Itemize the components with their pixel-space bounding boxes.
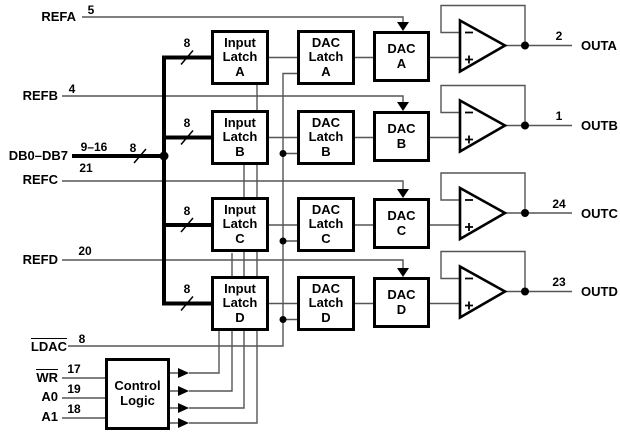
bus-width-marker-d: 8	[183, 282, 191, 296]
ldac-pin-number: 8	[78, 332, 86, 346]
outb-pin-number: 1	[555, 109, 563, 123]
input-latch-d: Input Latch D	[211, 276, 269, 331]
ref-wires	[62, 16, 404, 269]
outc-pin-number: 24	[552, 197, 566, 211]
input-latch-c: Input Latch C	[211, 197, 269, 252]
outd-label: OUTD	[581, 284, 618, 299]
wr-pin-number: 17	[67, 362, 81, 376]
bus-junction-dot	[159, 151, 169, 161]
dac-c: DAC C	[373, 198, 430, 249]
opamp-d	[440, 250, 572, 320]
refa-pin-number: 5	[87, 3, 95, 17]
a0-label: A0	[41, 389, 58, 404]
refb-pin-number: 4	[68, 82, 76, 96]
wr-label: WR	[0, 369, 58, 385]
opamp-b	[440, 84, 572, 154]
dac-latch-b: DAC Latch B	[297, 110, 355, 165]
dac-latch-a: DAC Latch A	[297, 30, 355, 85]
bus-width-marker-c: 8	[183, 204, 191, 218]
ref-arrowheads	[397, 22, 409, 277]
outa-label: OUTA	[581, 38, 617, 53]
refb-label: REFB	[22, 88, 58, 103]
opamp-c	[440, 172, 572, 242]
a1-label: A1	[41, 409, 58, 424]
ldac-label: LDAC	[0, 338, 67, 354]
refd-pin-number: 20	[78, 244, 92, 258]
input-latch-b: Input Latch B	[211, 110, 269, 165]
outb-label: OUTB	[581, 118, 618, 133]
bus-width-marker-b: 8	[183, 116, 191, 130]
refa-label: REFA	[41, 9, 76, 24]
bus-width-marker: 8	[129, 141, 137, 155]
data-bus-label: DB0–DB7	[8, 148, 68, 163]
outc-label: OUTC	[581, 206, 618, 221]
dac-d: DAC D	[373, 277, 430, 328]
bus-pin-numbers: 9–16	[80, 140, 108, 154]
ldac-junction-dots	[279, 150, 287, 323]
dac-latch-c: DAC Latch C	[297, 197, 355, 252]
refc-label: REFC	[22, 172, 58, 187]
refd-label: REFD	[22, 252, 58, 267]
refc-pin-number: 21	[79, 161, 93, 175]
dac-a: DAC A	[373, 31, 430, 82]
wr-overline: WR	[36, 369, 58, 385]
control-logic-block: Control Logic	[105, 358, 170, 430]
bus-width-marker-a: 8	[183, 36, 191, 50]
input-latch-a: Input Latch A	[211, 30, 269, 85]
dac-latch-d: DAC Latch D	[297, 276, 355, 331]
dac-b: DAC B	[373, 111, 430, 162]
outa-pin-number: 2	[555, 29, 563, 43]
outd-pin-number: 23	[552, 275, 566, 289]
a0-pin-number: 19	[67, 382, 81, 396]
a1-pin-number: 18	[67, 402, 81, 416]
bus-width-slashes	[133, 50, 194, 311]
ldac-overline: LDAC	[30, 338, 67, 354]
opamp-a	[440, 4, 572, 74]
control-arrowheads	[178, 368, 189, 428]
